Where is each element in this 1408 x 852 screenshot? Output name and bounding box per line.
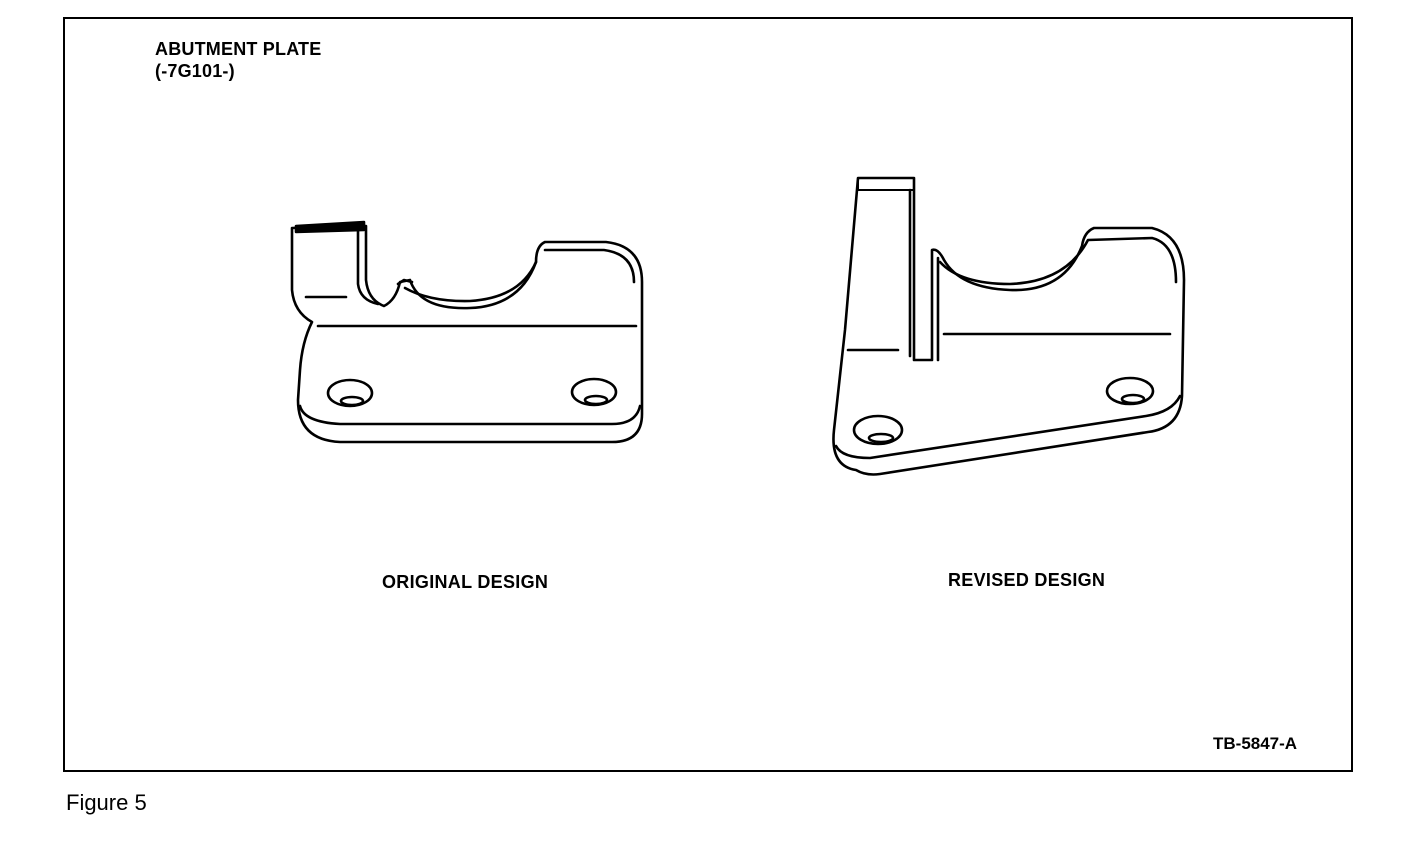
original-crescent-step (396, 278, 414, 286)
original-hole-left (326, 378, 374, 408)
part-number: (-7G101-) (155, 61, 235, 81)
revised-bottom-thickness (834, 394, 1182, 460)
revised-tab-top (857, 177, 915, 191)
revised-crescent-rim (938, 236, 1178, 286)
original-hole-left-inner (339, 395, 365, 407)
figure-label: Figure 5 (66, 790, 147, 815)
revised-hole-right (1105, 376, 1155, 406)
revised-hole-left (852, 414, 904, 446)
part-name: ABUTMENT PLATE (155, 39, 322, 59)
reference-code: TB-5847-A (1213, 734, 1298, 753)
part-title-block: ABUTMENT PLATE (-7G101-) (155, 38, 321, 82)
original-bottom-thickness (298, 404, 642, 426)
original-hole-right-inner (583, 394, 609, 406)
revised-hole-right-inner (1120, 393, 1146, 405)
original-tab-top (294, 220, 366, 234)
revised-hole-left-inner (867, 432, 895, 444)
original-plate-outline (290, 224, 644, 444)
original-tab-edge (356, 224, 380, 306)
original-design-caption: ORIGINAL DESIGN (382, 572, 549, 592)
revised-plate-outline (832, 176, 1186, 476)
revised-design-caption: REVISED DESIGN (948, 570, 1106, 590)
original-hole-right (570, 377, 618, 407)
figure-frame (63, 17, 1353, 772)
original-crescent-rim (403, 260, 538, 303)
original-design-plate (290, 220, 644, 444)
revised-design-plate (832, 176, 1186, 476)
original-top-edge (543, 248, 636, 284)
